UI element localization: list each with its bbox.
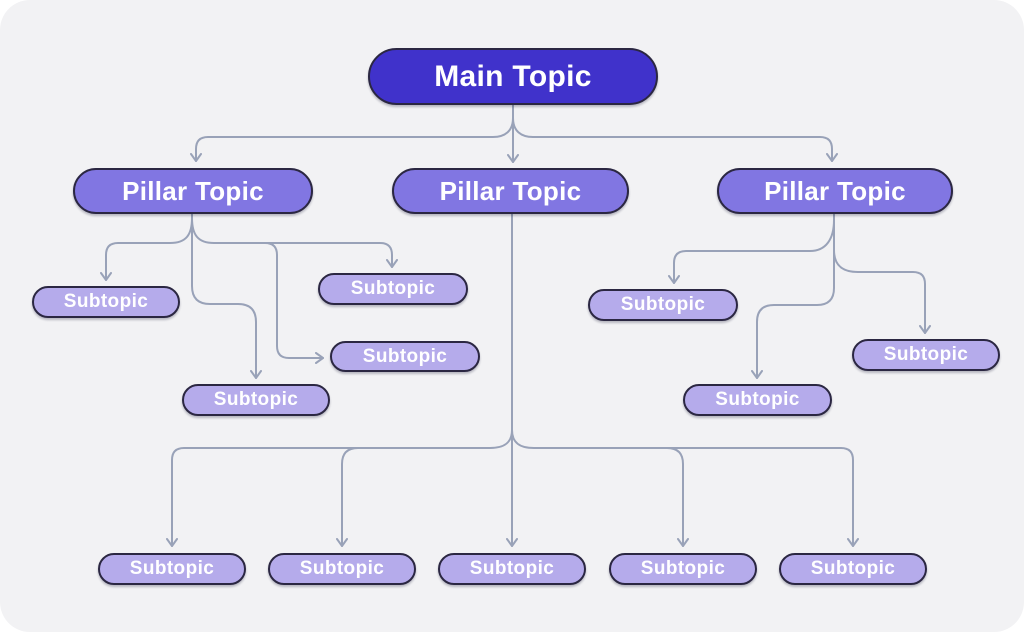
node-subtopic-left-3[interactable]: Subtopic [330, 341, 480, 372]
connector-main-to-pillar-right [512, 117, 838, 162]
connector-pillar-right-to-sub3 [751, 241, 835, 379]
node-subtopic-left-2[interactable]: Subtopic [318, 273, 468, 305]
node-subtopic-right-2[interactable]: Subtopic [852, 339, 1000, 371]
node-pillar-topic-right[interactable]: Pillar Topic [717, 168, 953, 214]
connector-pillar-left-to-sub3 [264, 242, 324, 364]
connector-pillar-left-to-sub4 [191, 229, 262, 379]
node-subtopic-bottom-1[interactable]: Subtopic [98, 553, 246, 585]
node-subtopic-right-1[interactable]: Subtopic [588, 289, 738, 321]
node-pillar-topic-center[interactable]: Pillar Topic [392, 168, 629, 214]
node-subtopic-left-1[interactable]: Subtopic [32, 286, 180, 318]
connector-main-to-pillar-left [190, 117, 514, 162]
node-subtopic-right-3[interactable]: Subtopic [683, 384, 832, 416]
node-pillar-topic-left[interactable]: Pillar Topic [73, 168, 313, 214]
connector-pillar-center-to-sub1 [166, 429, 513, 547]
connector-pillar-left-to-sub1 [100, 217, 193, 281]
node-subtopic-bottom-2[interactable]: Subtopic [268, 553, 416, 585]
node-subtopic-bottom-5[interactable]: Subtopic [779, 553, 927, 585]
connector-pillar-right-to-sub2 [833, 249, 931, 334]
node-subtopic-left-4[interactable]: Subtopic [182, 384, 330, 416]
connector-pillar-right-to-sub1 [668, 219, 835, 284]
node-main-topic[interactable]: Main Topic [368, 48, 658, 105]
node-subtopic-bottom-4[interactable]: Subtopic [609, 553, 757, 585]
connector-pillar-left-to-sub2 [191, 217, 398, 268]
connector-pillar-center-to-sub5 [511, 429, 859, 547]
connector-pillar-center-to-sub2 [336, 447, 359, 547]
node-subtopic-bottom-3[interactable]: Subtopic [438, 553, 586, 585]
connector-pillar-center-to-sub4 [666, 447, 689, 547]
